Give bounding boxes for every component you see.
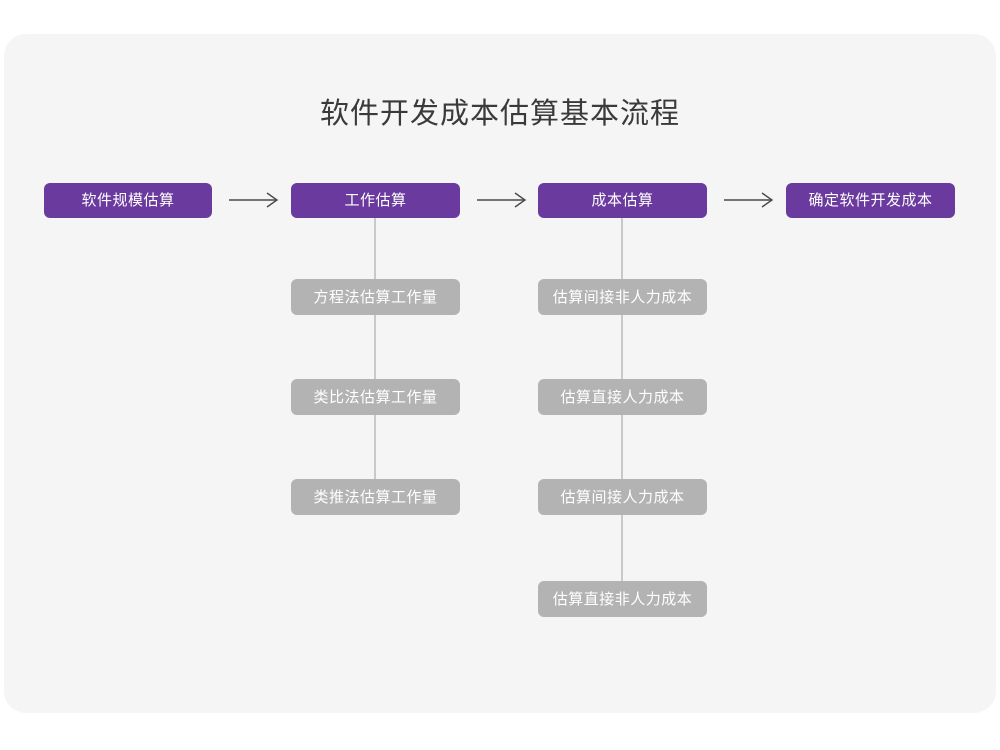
- page-title: 软件开发成本估算基本流程: [319, 98, 680, 130]
- flow-step-cost-estimation[interactable]: 成本估算: [538, 183, 707, 218]
- substep-indirect-labor-cost[interactable]: 估算间接人力成本: [538, 479, 707, 515]
- arrow-right-icon-3: [723, 190, 775, 210]
- connector-line-cost-2: [621, 315, 623, 379]
- connector-line-work-2: [374, 315, 376, 379]
- substep-direct-non-labor-cost[interactable]: 估算直接非人力成本: [538, 581, 707, 617]
- connector-line-cost-4: [621, 515, 623, 581]
- substep-analogical-method-effort[interactable]: 类推法估算工作量: [291, 479, 460, 515]
- connector-line-work-3: [374, 415, 376, 479]
- flow-step-determine-development-cost[interactable]: 确定软件开发成本: [786, 183, 955, 218]
- arrow-right-icon-1: [228, 190, 280, 210]
- connector-line-cost-3: [621, 415, 623, 479]
- connector-line-cost-1: [621, 218, 623, 279]
- substep-equation-method-effort[interactable]: 方程法估算工作量: [291, 279, 460, 315]
- flow-step-software-size-estimation[interactable]: 软件规模估算: [44, 183, 212, 218]
- connector-line-work-1: [374, 218, 376, 279]
- substep-direct-labor-cost[interactable]: 估算直接人力成本: [538, 379, 707, 415]
- arrow-right-icon-2: [476, 190, 528, 210]
- flow-step-work-estimation[interactable]: 工作估算: [291, 183, 460, 218]
- substep-analogy-method-effort[interactable]: 类比法估算工作量: [291, 379, 460, 415]
- card-background: [4, 34, 996, 713]
- substep-indirect-non-labor-cost[interactable]: 估算间接非人力成本: [538, 279, 707, 315]
